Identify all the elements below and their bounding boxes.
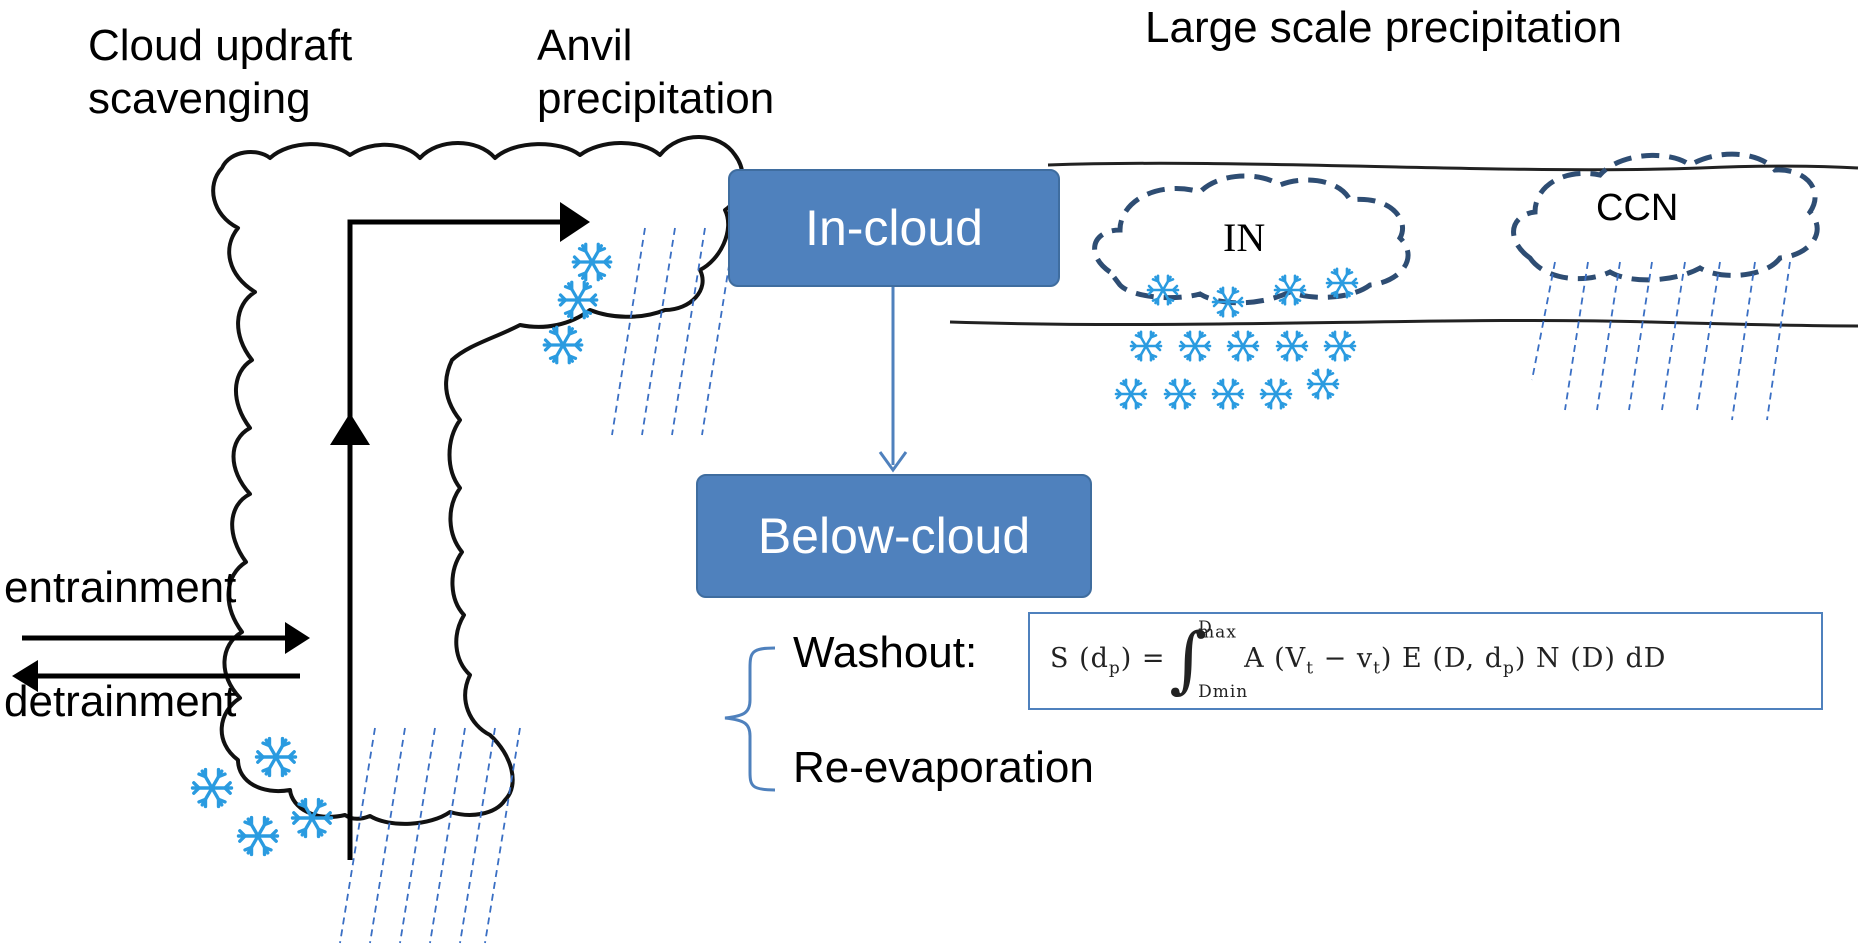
anvil-precip-label: Anvil precipitation xyxy=(537,20,774,126)
lower-limit: Dmin xyxy=(1198,682,1249,702)
mechanism-brace xyxy=(724,646,776,792)
stratiform-rain xyxy=(1531,261,1791,421)
updraft-arrow xyxy=(330,202,590,860)
cloud-updraft-line-1: Cloud updraft xyxy=(88,21,353,70)
in-cloud-box: In-cloud xyxy=(728,169,1060,287)
formula-integrand: A (Vt − vt) E (D, dp) N (D) dD xyxy=(1244,643,1667,679)
formula-lhs: S (dp) = xyxy=(1050,643,1166,679)
entrainment-arrow xyxy=(22,622,310,654)
entrainment-label: entrainment xyxy=(4,563,237,612)
anvil-precip-line-2: precipitation xyxy=(537,73,775,123)
updraft-rain xyxy=(339,727,521,944)
in-label: IN xyxy=(1223,215,1266,260)
below-cloud-box: Below-cloud xyxy=(696,474,1092,598)
stratiform-layer xyxy=(949,161,1859,328)
anvil-precip-line-1: Anvil xyxy=(537,21,633,70)
cloud-updraft-label: Cloud updraft scavenging xyxy=(88,20,352,126)
convective-cloud-outline xyxy=(211,135,745,826)
washout-label: Washout: xyxy=(793,628,978,677)
ccn-label: CCN xyxy=(1596,187,1679,229)
ccn-cloud-dashed xyxy=(1511,151,1820,283)
detrainment-arrow xyxy=(12,660,300,692)
large-scale-label: Large scale precipitation xyxy=(1145,3,1622,52)
in-to-below-arrow xyxy=(878,285,908,473)
reevaporation-label: Re-evaporation xyxy=(793,743,1094,792)
cloud-updraft-line-2: scavenging xyxy=(88,73,311,123)
anvil-rain xyxy=(611,227,736,436)
below-cloud-box-label: Below-cloud xyxy=(757,508,1031,564)
detrainment-label: detrainment xyxy=(4,677,237,726)
stratiform-snowflakes xyxy=(1114,267,1359,410)
integral-sign: ∫ xyxy=(1169,617,1209,701)
in-cloud-box-label: In-cloud xyxy=(805,200,983,256)
